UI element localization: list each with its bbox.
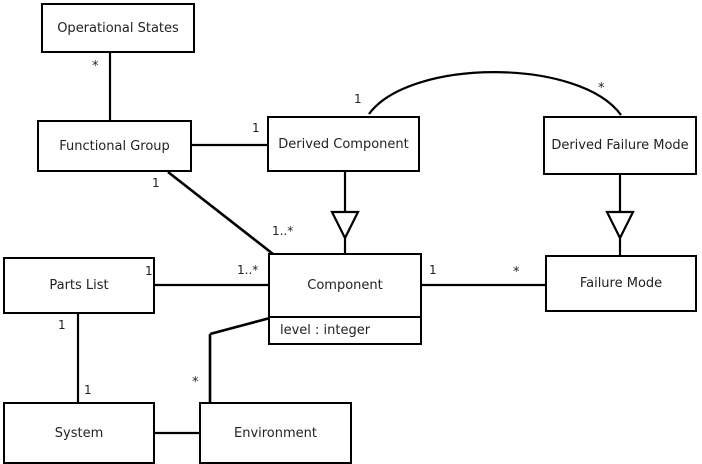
multiplicity-opstates-functionalgroup: * [92, 59, 99, 74]
class-box-system[interactable]: System [3, 402, 155, 464]
class-box-functional-group[interactable]: Functional Group [37, 120, 192, 172]
multiplicity-derivedcomponent-curve: 1 [354, 92, 362, 106]
generalization-triangle-failure-mode [605, 210, 635, 241]
generalization-triangle-component [330, 210, 360, 241]
multiplicity-system-partslist: 1 [84, 383, 92, 397]
class-name-component: Component [307, 278, 383, 293]
multiplicity-component-functionalgroup: 1..* [272, 224, 294, 238]
multiplicity-component-partslist: 1..* [237, 263, 259, 277]
class-box-failure-mode[interactable]: Failure Mode [545, 255, 697, 312]
line-functionalgroup-to-component [167, 170, 274, 256]
class-name-operational-states: Operational States [57, 20, 179, 36]
class-box-environment[interactable]: Environment [199, 402, 352, 464]
class-name-derived-failure-mode: Derived Failure Mode [551, 138, 689, 153]
multiplicity-failuremode-component: * [513, 265, 520, 280]
multiplicity-environment-component: * [192, 375, 199, 390]
class-name-failure-mode: Failure Mode [579, 276, 663, 291]
multiplicity-functionalgroup-derivedcomponent: 1 [252, 121, 260, 135]
class-name-functional-group: Functional Group [59, 138, 170, 154]
class-name-derived-component: Derived Component [278, 136, 409, 152]
class-box-derived-failure-mode[interactable]: Derived Failure Mode [543, 116, 697, 175]
multiplicity-partslist-component: 1 [145, 264, 153, 278]
class-attribute-component-level: level : integer [270, 316, 420, 343]
class-box-derived-component[interactable]: Derived Component [267, 116, 420, 172]
line-environment-to-component-diagonal [209, 316, 271, 336]
class-box-operational-states[interactable]: Operational States [41, 3, 195, 53]
class-name-environment: Environment [233, 425, 317, 441]
multiplicity-functionalgroup-component: 1 [152, 176, 160, 190]
class-box-component[interactable]: Component level : integer [268, 253, 422, 345]
multiplicity-component-failuremode: 1 [429, 263, 437, 277]
curve-derivedcomponent-to-derivedfailuremode [368, 71, 622, 116]
multiplicity-derivedfailuremode-curve: * [598, 81, 605, 96]
multiplicity-partslist-system: 1 [58, 318, 66, 332]
class-name-system: System [54, 425, 104, 441]
class-box-parts-list[interactable]: Parts List [3, 257, 155, 314]
class-name-parts-list: Parts List [49, 278, 109, 293]
